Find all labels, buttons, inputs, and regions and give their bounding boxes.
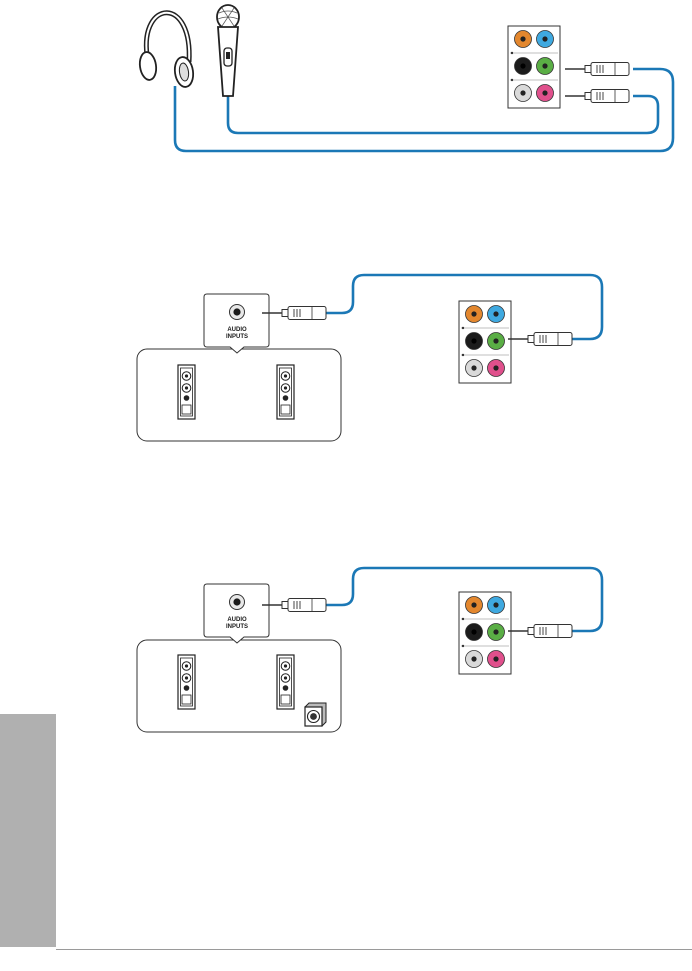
audio-inputs-label-line2: INPUTS: [226, 334, 248, 340]
rear-audio-panel: [459, 592, 511, 674]
audio-plug: [262, 307, 326, 320]
audio-input-box: [204, 294, 269, 353]
rear-audio-panel: [459, 301, 511, 383]
subwoofer-icon: [305, 703, 326, 726]
audio-inputs-label-line2: INPUTS: [226, 624, 248, 630]
audio-plug: [565, 63, 629, 76]
speaker-right-icon: [277, 365, 294, 419]
speaker-left-icon: [178, 365, 195, 419]
audio-inputs-label-line1: AUDIO: [227, 617, 247, 623]
speaker-group-frame: [137, 349, 341, 441]
audio-plug: [508, 625, 572, 638]
audio-input-box: [204, 584, 269, 643]
rear-audio-panel: [508, 26, 560, 108]
headphone-icon: [138, 13, 195, 88]
speaker-right-icon: [277, 655, 294, 709]
speaker-left-icon: [178, 655, 195, 709]
diagram-headphone-mic: [138, 5, 673, 151]
cable-headphone: [175, 69, 673, 151]
audio-inputs-label-line1: AUDIO: [227, 327, 247, 333]
diagram-2-speakers: AUDIO INPUTS: [137, 275, 602, 441]
audio-plug: [565, 90, 629, 103]
audio-plug: [262, 599, 326, 612]
microphone-icon: [217, 5, 239, 96]
audio-plug: [508, 333, 572, 346]
diagram-speakers-subwoofer: AUDIO INPUTS: [137, 568, 602, 732]
